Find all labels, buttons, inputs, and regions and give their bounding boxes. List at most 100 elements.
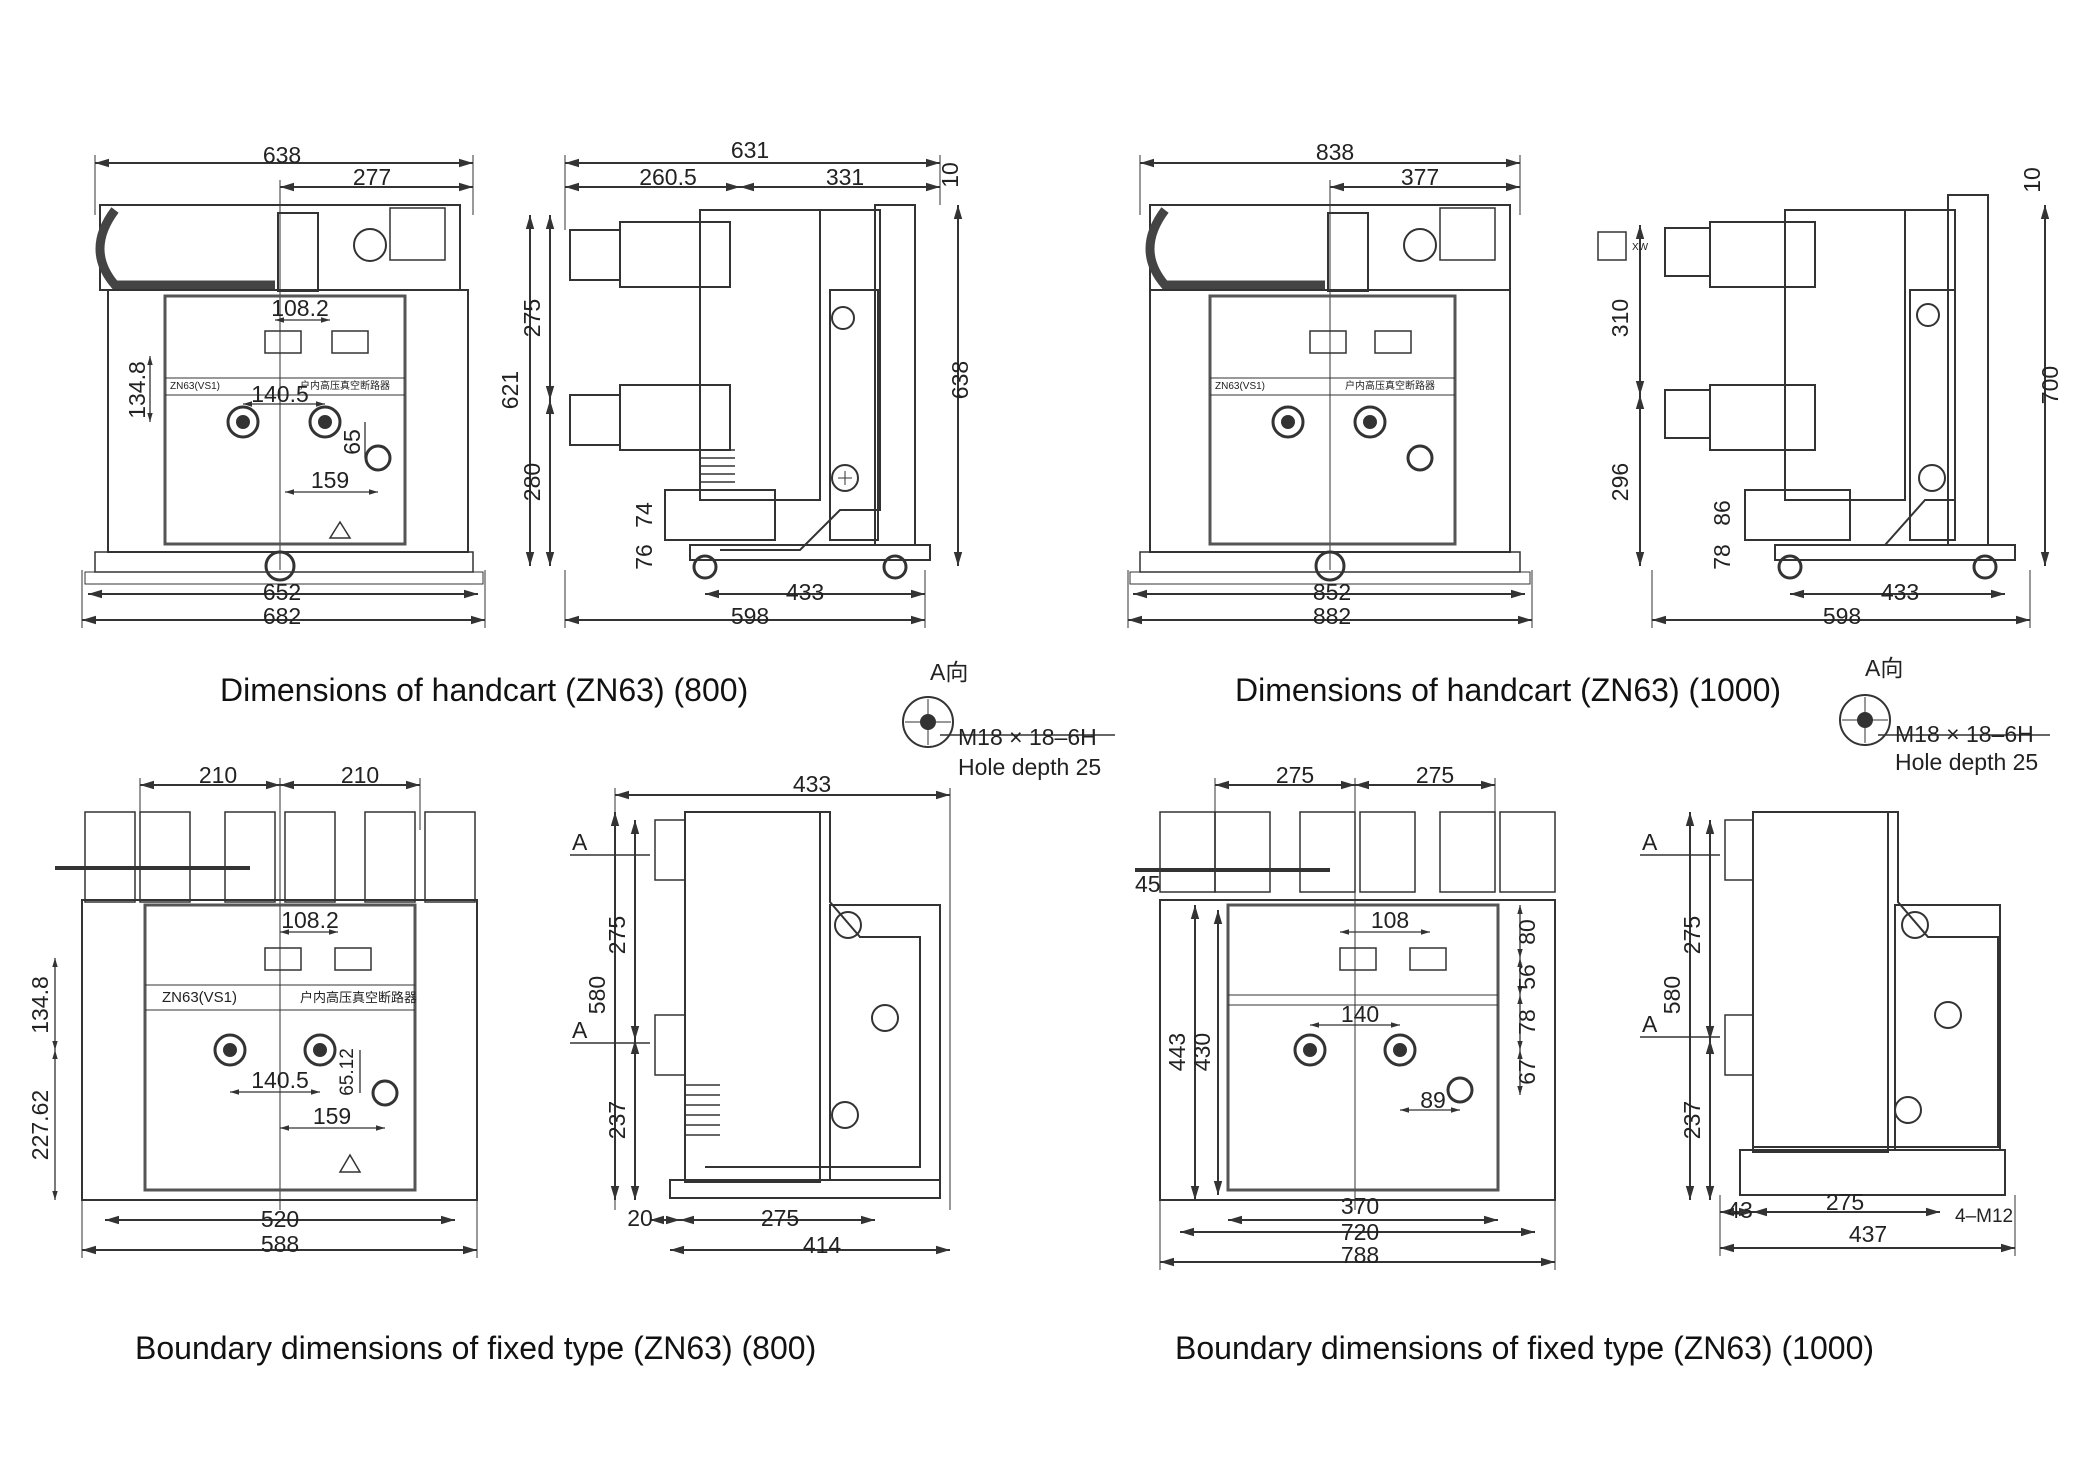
dim-631: 631 [731, 137, 769, 163]
fx1000-dim-140: 140 [1341, 1001, 1379, 1027]
fx800-dim-275-w: 275 [761, 1205, 799, 1231]
dim-638-h: 638 [947, 361, 973, 399]
handcart-800-side-view: 631 260.5 331 10 621 275 280 638 [497, 137, 973, 629]
dim-159: 159 [311, 467, 349, 493]
dim-134-8: 134.8 [124, 361, 150, 419]
fx1000-dim-45: 45 [1135, 871, 1161, 897]
fx1000-m12: 4–M12 [1955, 1206, 2013, 1227]
thread-spec: M18 × 18–6H [958, 724, 1097, 750]
fx800-dim-140-5: 140.5 [251, 1067, 309, 1093]
fx800-dim-20: 20 [627, 1205, 653, 1231]
hole-depth: Hole depth 25 [958, 754, 1101, 780]
fx1000-dim-437: 437 [1849, 1221, 1887, 1247]
caption-handcart-1000: Dimensions of handcart (ZN63) (1000) [1235, 672, 1782, 708]
fx1000-dim-43: 43 [1727, 1197, 1753, 1223]
fx1000-a-lower: A [1642, 1011, 1658, 1037]
dim-210-a: 210 [199, 762, 237, 788]
dim-852: 852 [1313, 579, 1351, 605]
fx1000-dim-788: 788 [1341, 1242, 1379, 1268]
fixed-800-side-view: 433 A A 580 275 237 20 275 414 [570, 771, 951, 1258]
fx800-dim-414: 414 [803, 1232, 842, 1258]
dim-598: 598 [731, 603, 769, 629]
panel-name-label-1000: 户内高压真空断路器 [1345, 379, 1435, 392]
dim-682: 682 [263, 603, 301, 629]
dim-377: 377 [1401, 164, 1439, 190]
dim-210-b: 210 [341, 762, 379, 788]
panel-model-label: ZN63(VS1) [170, 381, 220, 392]
fixed-800-front-view: 210 210 ZN63(VS1) 户内高压真空断路器 108.2 134.8 … [27, 762, 478, 1258]
handcart-1000-front-view: 838 377 ZN63(VS1) 户内高压真空断路器 852 882 [1127, 139, 1533, 629]
a-view-label: A向 [930, 659, 968, 685]
fx800-a-lower: A [572, 1017, 588, 1043]
fx1000-dim-443: 443 [1164, 1033, 1190, 1071]
fx1000-dim-275-w: 275 [1826, 1189, 1864, 1215]
fx800-dim-134-8: 134.8 [27, 976, 53, 1034]
dim-65: 65 [339, 429, 365, 455]
dim-76: 76 [631, 544, 657, 570]
dim-280: 280 [519, 463, 545, 501]
dim-700: 700 [2037, 366, 2063, 404]
dim-10: 10 [937, 162, 963, 188]
dim-652: 652 [263, 579, 301, 605]
fx1000-dim-275-b: 275 [1416, 762, 1454, 788]
fx800-a-upper: A [572, 829, 588, 855]
fixed-1000-side-view: 580 A A 275 237 43 275 4–M12 437 [1640, 811, 2016, 1256]
fx800-model-label: ZN63(VS1) [162, 989, 237, 1006]
fx1000-dim-370: 370 [1341, 1193, 1379, 1219]
dim-140-5: 140.5 [251, 381, 309, 407]
dim-331: 331 [826, 164, 864, 190]
fx800-name-label: 户内高压真空断路器 [300, 990, 417, 1005]
dim-277: 277 [353, 164, 391, 190]
fixed-1000-front-view: 275 275 45 108 140 89 80 56 78 67 [1135, 762, 1556, 1270]
fx1000-dim-78: 78 [1514, 1009, 1540, 1035]
dim-296: 296 [1607, 463, 1633, 501]
fx800-dim-588: 588 [261, 1231, 299, 1257]
fx800-dim-275: 275 [604, 916, 630, 954]
fx800-dim-237: 237 [604, 1101, 630, 1139]
dim-260-5: 260.5 [639, 164, 697, 190]
fx1000-dim-67: 67 [1514, 1059, 1540, 1085]
fx1000-dim-89: 89 [1420, 1087, 1446, 1113]
dim-882: 882 [1313, 603, 1351, 629]
fx1000-dim-580: 580 [1659, 976, 1685, 1014]
handcart-1000-side-view: XW 10 310 296 700 86 78 433 598 [1597, 167, 2063, 629]
dim-275: 275 [519, 299, 545, 337]
fx1000-dim-720: 720 [1341, 1219, 1379, 1245]
fx800-dim-65-12: 65.12 [337, 1048, 358, 1096]
dim-638: 638 [263, 142, 301, 168]
dim-310: 310 [1607, 299, 1633, 337]
fx1000-dim-56: 56 [1514, 964, 1540, 990]
fx1000-dim-430: 430 [1189, 1033, 1215, 1071]
fx1000-dim-237: 237 [1679, 1101, 1705, 1139]
fx800-dim-520: 520 [261, 1206, 299, 1232]
fx800-dim-580: 580 [584, 976, 610, 1014]
fx800-dim-159: 159 [313, 1103, 351, 1129]
dim-10-b: 10 [2019, 167, 2045, 193]
dim-621: 621 [497, 371, 523, 409]
dim-74: 74 [631, 502, 657, 528]
panel-name-label: 户内高压真空断路器 [300, 379, 390, 392]
caption-fixed-1000: Boundary dimensions of fixed type (ZN63)… [1175, 1330, 1875, 1366]
dim-433-b: 433 [1881, 579, 1919, 605]
fx800-dim-108-2: 108.2 [281, 907, 339, 933]
a-view-label-1000: A向 [1865, 655, 1903, 681]
caption-fixed-800: Boundary dimensions of fixed type (ZN63)… [135, 1330, 817, 1366]
fx1000-dim-275-h: 275 [1679, 916, 1705, 954]
fx1000-a-upper: A [1642, 829, 1658, 855]
dim-598-b: 598 [1823, 603, 1861, 629]
fx1000-dim-80: 80 [1514, 919, 1540, 945]
dim-838: 838 [1316, 139, 1354, 165]
caption-handcart-800: Dimensions of handcart (ZN63) (800) [220, 672, 749, 708]
thread-spec-1000: M18 × 18–6H [1895, 721, 2034, 747]
fx1000-dim-108: 108 [1371, 907, 1409, 933]
dim-433: 433 [786, 579, 824, 605]
fx800-dim-433: 433 [793, 771, 831, 797]
fx1000-dim-275-a: 275 [1276, 762, 1314, 788]
hole-depth-1000: Hole depth 25 [1895, 749, 2038, 775]
dim-108-2: 108.2 [271, 295, 329, 321]
handcart-800-front-view: 638 277 ZN63(VS1) 户内高压真空断路器 108.2 134.8 … [81, 142, 486, 629]
hole-detail-a-1000: A向 M18 × 18–6H Hole depth 25 [1839, 655, 2050, 775]
hole-detail-a-800: A向 M18 × 18–6H Hole depth 25 [902, 659, 1115, 780]
panel-model-label-1000: ZN63(VS1) [1215, 381, 1265, 392]
